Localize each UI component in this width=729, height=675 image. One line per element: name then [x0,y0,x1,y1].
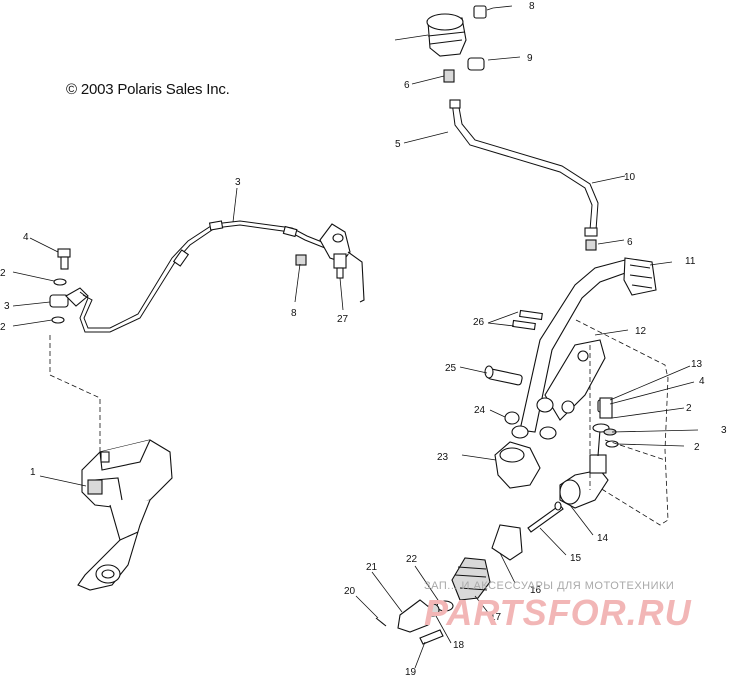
leader-lines [12,5,699,669]
washer [53,278,67,286]
callout-3-left: 3 [4,301,10,312]
copyright-notice: © 2003 Polaris Sales Inc. [66,81,230,98]
reservoir [426,13,467,57]
callout-25: 25 [445,363,457,374]
pivot-pin [484,365,523,386]
watermark-tagline: ЗАП... И АКСЕССУАРЫ ДЛЯ МОТОТЕХНИКИ [424,580,675,592]
callout-19: 19 [405,667,417,675]
callout-14: 14 [597,533,609,544]
callout-8-top: 8 [529,1,535,12]
callout-13: 13 [691,359,703,370]
caliper [77,439,173,591]
callout-26: 26 [473,317,485,328]
callout-18: 18 [453,640,465,651]
callout-12: 12 [635,326,647,337]
clamp [443,69,455,83]
clevis [491,524,523,561]
pushrod [527,501,564,533]
callout-17: 17 [490,612,502,623]
watermark-logo: PARTSFOR.RU [424,592,692,633]
master-cylinder [559,429,609,509]
watermark: ЗАП... И АКСЕССУАРЫ ДЛЯ МОТОТЕХНИКИ PART… [424,578,724,638]
callout-4-right: 4 [699,376,705,387]
callout-21: 21 [366,562,378,573]
callout-10: 10 [624,172,636,183]
cap [473,5,487,19]
callout-27: 27 [337,314,349,325]
callout-2-right-a: 2 [686,403,692,414]
callout-23: 23 [437,452,449,463]
boot [494,441,541,489]
callout-20: 20 [344,586,356,597]
callout-4-left: 4 [23,232,29,243]
callout-9: 9 [527,53,533,64]
callout-3-hose: 3 [235,177,241,188]
callout-2-left-b: 2 [0,322,6,333]
banjo-fitting [49,287,89,308]
callout-3-right: 3 [721,425,727,436]
callout-15: 15 [570,553,582,564]
callout-1-left: 1 [30,467,36,478]
washer [51,316,65,324]
callout-6-top: 6 [404,80,410,91]
callout-8-left: 8 [291,308,297,319]
callout-22: 22 [406,554,418,565]
callout-11: 11 [685,256,696,267]
bracket-fitting [295,223,365,303]
grommet [467,57,485,71]
banjo-bolt [57,248,71,270]
bellows-boot [451,557,491,601]
callout-16: 16 [530,585,542,596]
brake-pedal [511,257,657,440]
callout-2-right-b: 2 [694,442,700,453]
callout-6: 6 [627,237,633,248]
callout-5: 5 [395,139,401,150]
callout-24: 24 [474,405,486,416]
callout-2-left-a: 2 [0,268,6,279]
